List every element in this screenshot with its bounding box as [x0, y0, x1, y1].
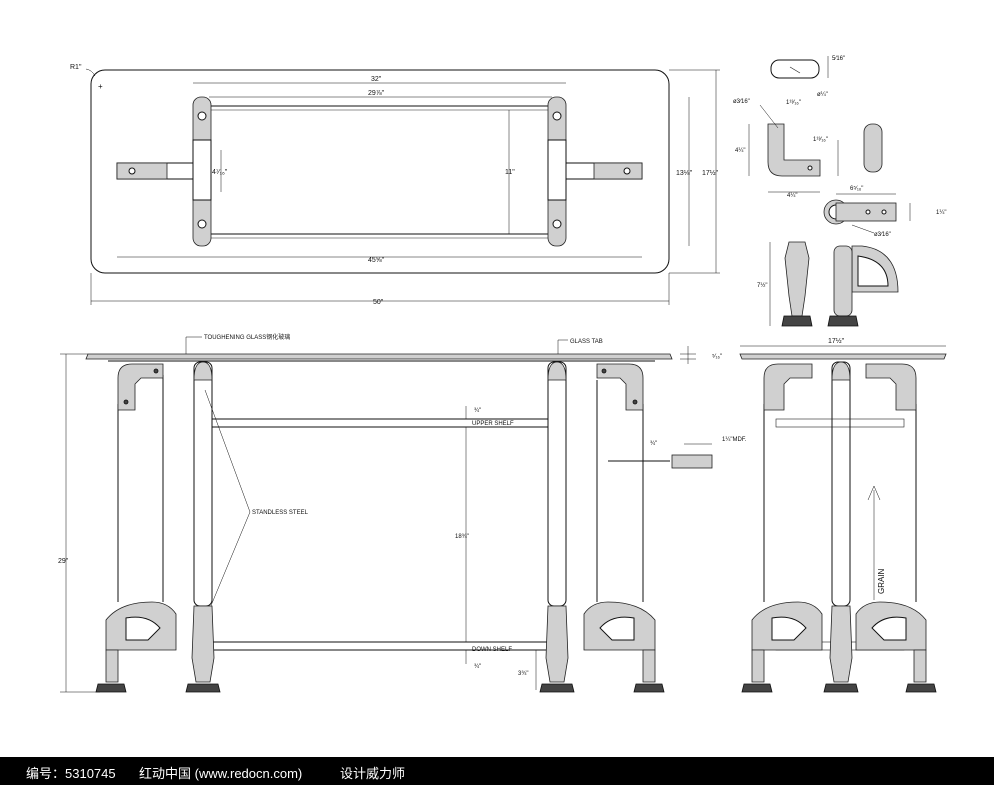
side-bracket-left [763, 363, 813, 411]
pin-detail [770, 59, 820, 79]
label-toughening-glass: TOUGHENING GLASS钢化玻璃 [204, 333, 290, 341]
dim-mdf-gap: ¾" [650, 441, 657, 447]
footer-id: 编号：5310745 [26, 766, 116, 781]
side-leg-center [831, 361, 851, 607]
glass-top-front [85, 353, 673, 360]
l-bracket-detail [767, 123, 821, 177]
dim-13: 13⅛" [676, 170, 693, 177]
dim-glass-thickness: ⁵⁄₁₆" [712, 353, 722, 360]
dim-foot-len: 7½" [757, 282, 767, 289]
dim-32: 32" [371, 76, 382, 83]
dim-17-top: 17½" [702, 169, 719, 177]
dim-lower-gap: ¾" [474, 664, 481, 670]
dim-clip-h: 1¼" [936, 210, 946, 216]
footer-site: 红动中国 (www.redocn.com) [139, 766, 303, 781]
dim-bracket-l2: 1¹³⁄₁₆" [813, 137, 828, 143]
plan-view: + R1" 32" 29⅞" 13⅛" 17½" [70, 64, 720, 306]
dim-mdf-thick: 1¼"MDF. [722, 437, 747, 443]
dim-pin-dia: ø¼" [817, 92, 828, 98]
plus-mark: + [98, 82, 103, 91]
footer-credit: 设计威力师 [340, 766, 406, 781]
front-elevation: 29" TOUGHENING GLASS钢化玻璃 GLASS TAB ⁵⁄₁₆" [58, 333, 747, 693]
front-bracket-left [117, 363, 164, 411]
label-glass-tab: GLASS TAB [570, 339, 603, 345]
label-upper-shelf: UPPER SHELF [472, 421, 514, 427]
dim-45: 45⅝" [368, 257, 385, 264]
dim-clip-hole: ø3⁄16" [874, 232, 891, 238]
foot-detail [784, 241, 810, 317]
watermark-footer: 编号：5310745 红动中国 (www.redocn.com) 设计威力师 [0, 757, 994, 785]
glass-top-outline [90, 69, 670, 274]
dim-50: 50" [373, 299, 384, 306]
side-bracket-right [865, 363, 917, 411]
dim-shelf-spacing: 18¾" [455, 534, 469, 540]
upper-shelf [211, 418, 549, 428]
dim-bracket-w: 4¼" [787, 193, 797, 199]
cap-detail [863, 123, 883, 173]
front-leg-right [547, 361, 567, 607]
side-elevation: 17½" GRAIN [739, 337, 947, 693]
dim-4-7-16: 4⁷⁄₁₆" [212, 169, 228, 176]
dim-29: 29" [58, 558, 69, 565]
detail-parts: 5⁄16" ø¼" ø3⁄16" 1¹³⁄₁₆" 1¹³⁄₁₆" 4¼" 4¼"… [733, 56, 946, 327]
glass-top-side [739, 353, 947, 360]
dim-clip-len: 6⁵⁄₁₆" [850, 185, 863, 192]
dim-bracket-h: 4¼" [735, 148, 745, 154]
dim-tab-width: 5⁄16" [832, 56, 845, 62]
dim-hole-dia: ø3⁄16" [733, 99, 750, 105]
dim-side-depth: 17½" [828, 337, 845, 345]
mdf-detail [671, 454, 713, 469]
technical-drawing: + R1" 32" 29⅞" 13⅛" 17½" [58, 56, 947, 693]
label-stainless-steel: STANDLESS STEEL [252, 510, 309, 516]
dim-foot-height: 3¾" [518, 671, 528, 677]
radius-label: R1" [70, 64, 82, 71]
dim-29: 29⅞" [368, 90, 385, 97]
dim-bracket-l1: 1¹³⁄₁₆" [786, 100, 801, 106]
front-bracket-right [596, 363, 644, 411]
label-grain: GRAIN [877, 568, 886, 594]
dim-upper-gap: ¾" [474, 408, 481, 414]
dim-11: 11" [505, 169, 515, 176]
front-leg-left [193, 361, 213, 607]
label-down-shelf: DOWN SHELF [472, 647, 512, 653]
